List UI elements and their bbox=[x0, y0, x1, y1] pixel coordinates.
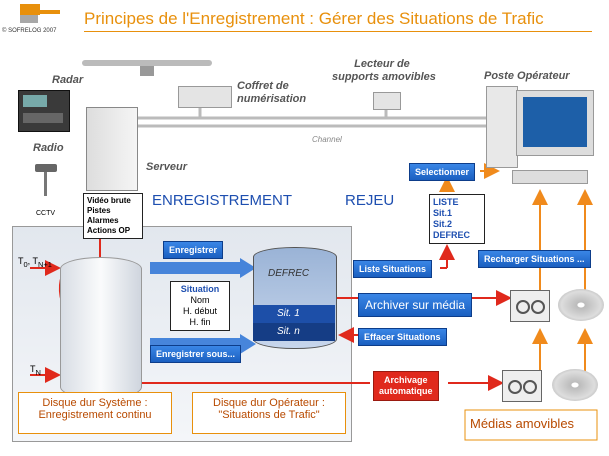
channel-label: Channel bbox=[312, 135, 342, 144]
liste-box: LISTE Sit.1 Sit.2 DEFREC bbox=[429, 194, 485, 244]
server-label: Serveur bbox=[146, 161, 187, 173]
radio-label: Radio bbox=[33, 142, 64, 154]
situation-field: Nom bbox=[190, 295, 210, 305]
defrec-label: DEFREC bbox=[268, 268, 310, 279]
sit1-label: Sit. 1 bbox=[277, 308, 300, 319]
effacer-situations-button[interactable]: Effacer Situations bbox=[358, 328, 447, 346]
server-input-item: Pistes bbox=[87, 206, 111, 215]
rejeu-title: REJEU bbox=[345, 192, 395, 209]
recharger-situations-button[interactable]: Recharger Situations ... bbox=[478, 250, 591, 268]
liste-item[interactable]: DEFREC bbox=[433, 230, 471, 240]
situation-box: Situation Nom H. début H. fin bbox=[170, 281, 230, 331]
enregistrement-title: ENREGISTREMENT bbox=[152, 192, 293, 209]
liste-item[interactable]: Sit.2 bbox=[433, 219, 453, 229]
server-input-item: Actions OP bbox=[87, 226, 131, 235]
page-title: Principes de l'Enregistrement : Gérer de… bbox=[84, 9, 544, 28]
enregistrer-sous-button[interactable]: Enregistrer sous... bbox=[150, 345, 242, 363]
lecteur-device-icon bbox=[373, 92, 401, 110]
disc-media-icon bbox=[552, 369, 598, 401]
disque-operateur-box: Disque dur Opérateur : "Situations de Tr… bbox=[192, 392, 346, 434]
logo bbox=[20, 4, 62, 24]
selectionner-button[interactable]: Selectionner bbox=[409, 163, 476, 181]
time-tn-label: TN bbox=[30, 364, 41, 377]
radar-antenna-icon bbox=[82, 56, 212, 76]
situation-title: Situation bbox=[180, 284, 220, 294]
title-underline bbox=[84, 31, 592, 32]
time-t0-label: T0, TN+1 bbox=[18, 256, 52, 269]
liste-item[interactable]: Sit.1 bbox=[433, 208, 453, 218]
disque-systeme-box: Disque dur Système : Enregistrement cont… bbox=[18, 392, 172, 434]
server-input-item: Alarmes bbox=[87, 216, 119, 225]
situation-field: H. fin bbox=[189, 317, 211, 327]
archiver-media-button[interactable]: Archiver sur média bbox=[358, 293, 473, 317]
sitn-label: Sit. n bbox=[277, 326, 300, 337]
tape-media-icon bbox=[510, 290, 550, 322]
enregistrer-button[interactable]: Enregistrer bbox=[163, 241, 224, 259]
workstation-icon bbox=[486, 86, 602, 192]
coffret-label: Coffret de numérisation bbox=[237, 80, 307, 105]
radar-label: Radar bbox=[52, 74, 84, 86]
tape-media-icon bbox=[502, 370, 542, 402]
server-input-item: Vidéo brute bbox=[87, 196, 131, 205]
sitn-band: Sit. n bbox=[253, 323, 335, 341]
cctv-camera-icon bbox=[33, 160, 59, 200]
liste-situations-button[interactable]: Liste Situations bbox=[353, 260, 433, 278]
sit1-band: Sit. 1 bbox=[253, 305, 335, 323]
radar-console-icon bbox=[18, 90, 70, 132]
situation-field: H. début bbox=[182, 306, 218, 316]
coffret-device-icon bbox=[178, 86, 232, 108]
lecteur-label: Lecteur de supports amovibles bbox=[332, 58, 436, 83]
copyright-text: © SOFRELOG 2007 bbox=[2, 28, 57, 34]
liste-item[interactable]: LISTE bbox=[433, 197, 459, 207]
medias-amovibles-label: Médias amovibles bbox=[470, 416, 575, 431]
server-inputs-box: Vidéo brute Pistes Alarmes Actions OP bbox=[83, 193, 143, 239]
disc-media-icon bbox=[558, 289, 604, 321]
server-icon bbox=[86, 107, 138, 191]
archivage-automatique-button[interactable]: Archivage automatique bbox=[373, 371, 439, 401]
system-disk-icon bbox=[60, 257, 142, 399]
poste-label: Poste Opérateur bbox=[484, 70, 570, 82]
cctv-label: CCTV bbox=[36, 210, 56, 217]
